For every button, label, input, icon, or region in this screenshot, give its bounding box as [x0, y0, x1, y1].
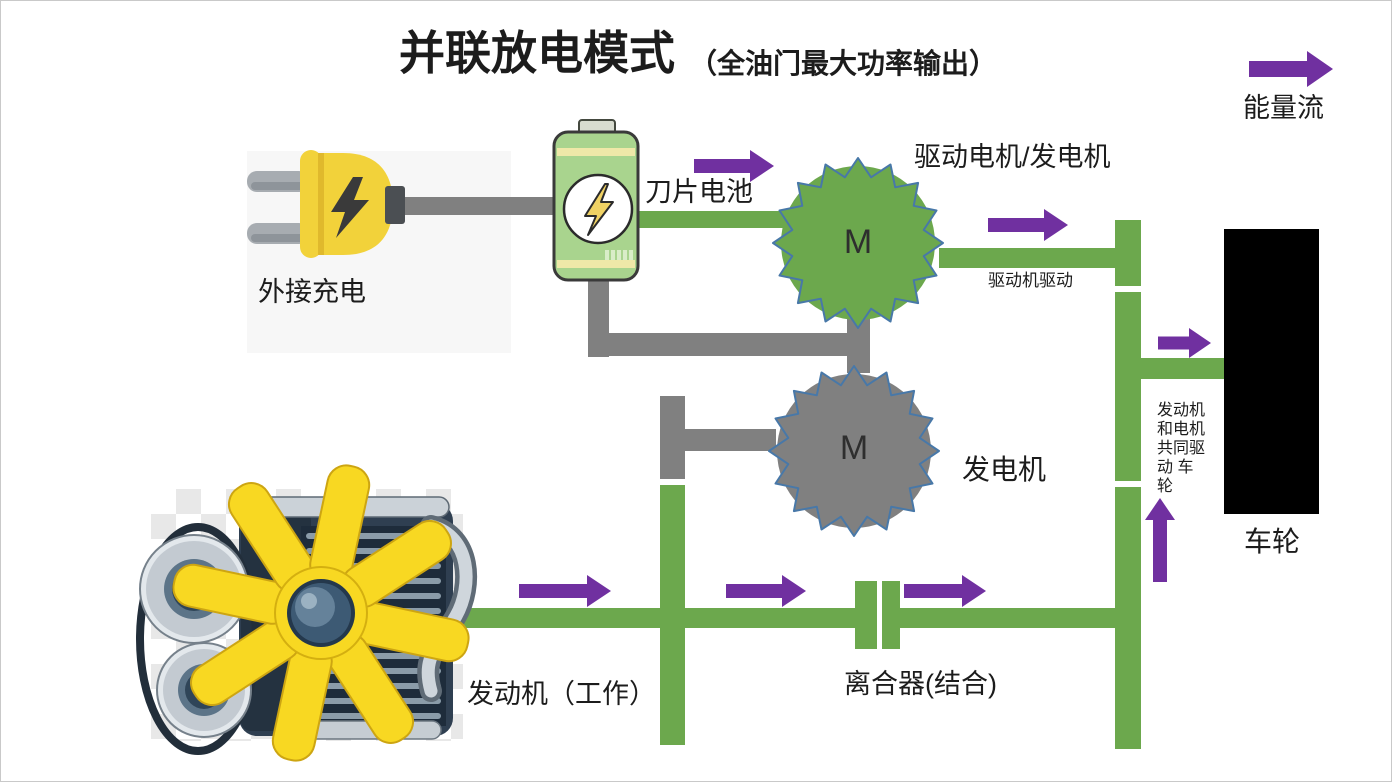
engine-icon	[136, 464, 477, 762]
page-subtitle: （全油门最大功率输出）	[689, 48, 998, 79]
combined-drive-annotation: 发动机 和电机 共同驱 动 车 轮	[1157, 401, 1205, 496]
power-plug-icon	[247, 150, 405, 258]
clutch-label: 离合器(结合)	[844, 669, 997, 699]
wheel-feed-arrow	[1158, 328, 1211, 358]
external-charging-label: 外接充电	[258, 277, 366, 307]
center-shaft	[660, 485, 685, 745]
annotation-line: 和电机	[1157, 421, 1206, 438]
lightning-bolt-icon	[584, 183, 614, 236]
combined-drive-up-arrow	[1145, 498, 1175, 582]
battery-stripe-bottom	[557, 260, 635, 268]
mechanical-lines	[456, 211, 1224, 749]
generator-gear-icon	[768, 365, 940, 537]
drive-motor-label: 驱动电机/发电机	[914, 142, 1111, 172]
electrical-lines	[405, 197, 870, 479]
plug-cable-line	[405, 197, 558, 215]
engine-fan-icon	[172, 464, 470, 762]
motor-drive-annotation: 驱动机驱动	[988, 271, 1073, 290]
clutch-gap	[877, 579, 882, 651]
drive-motor-symbol: M	[843, 223, 873, 261]
battery-stripe-top	[557, 148, 635, 156]
engine-output-arrow-2	[726, 575, 806, 607]
generator-tbar-vertical	[660, 396, 685, 479]
plug-collar	[385, 186, 405, 224]
clutch-icon	[855, 579, 900, 651]
energy-flow-legend-arrow	[1249, 51, 1333, 87]
engine-output-arrow-1	[519, 575, 611, 607]
right-shaft-top	[1115, 220, 1141, 286]
legend-label: 能量流	[1243, 93, 1324, 123]
energy-flow-arrows	[519, 51, 1333, 607]
battery-to-motor-line	[638, 211, 803, 228]
battery-icon	[552, 119, 640, 282]
drive-motor-gear-icon	[772, 157, 944, 329]
wheel-feed-line	[1141, 358, 1224, 379]
wheel-block	[1224, 229, 1319, 514]
engine-pipe	[421, 519, 473, 698]
generator-label: 发电机	[962, 454, 1047, 485]
motor-output-arrow	[988, 209, 1068, 241]
drive-motor-gear-teeth	[772, 157, 944, 329]
clutch-output-arrow	[904, 575, 986, 607]
engine-output-line	[456, 608, 1141, 628]
plug-cap-shade	[318, 153, 324, 255]
generator-symbol: M	[839, 429, 869, 467]
annotation-line: 动 车	[1157, 459, 1194, 476]
right-shaft-middle	[1115, 292, 1141, 481]
plug-lightning-icon	[331, 177, 369, 238]
motor-output-line	[939, 248, 1141, 268]
plug-prong-top-shade	[251, 182, 307, 190]
generator-tbar-horizontal	[685, 429, 776, 451]
wheel-label: 车轮	[1244, 526, 1301, 557]
clutch-plate-left	[855, 581, 877, 649]
clutch-plate-right	[882, 581, 900, 649]
annotation-line: 轮	[1157, 478, 1174, 495]
battery-horizontal-line	[588, 333, 870, 356]
plug-prong-bottom-shade	[251, 234, 307, 242]
generator-gear-teeth	[768, 365, 940, 537]
annotation-line: 发动机	[1157, 402, 1206, 419]
battery-level-bars	[605, 250, 633, 260]
blade-battery-label: 刀片电池	[645, 177, 753, 207]
annotation-line: 共同驱	[1157, 440, 1206, 457]
engine-label: 发动机（工作）	[467, 679, 656, 709]
battery-to-motor-arrow	[694, 150, 774, 182]
page-title: 并联放电模式	[399, 27, 675, 79]
